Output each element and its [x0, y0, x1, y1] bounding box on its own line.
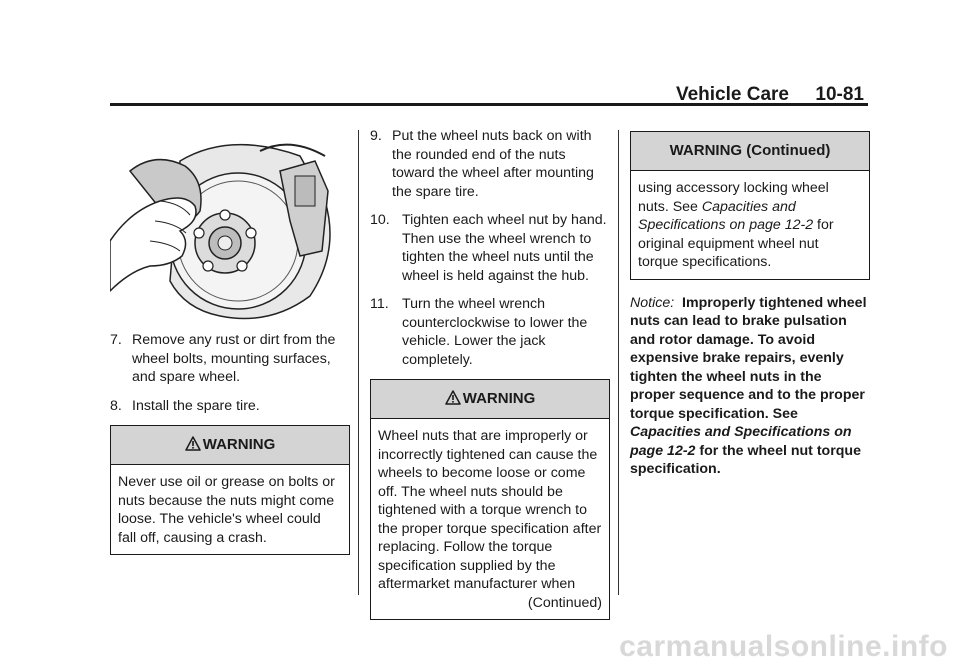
continued-label: (Continued) [527, 594, 602, 611]
warning-box-1: WARNING Never use oil or grease on bolts… [110, 425, 350, 555]
warning-box-2: WARNING Wheel nuts that are improperly o… [370, 379, 610, 620]
step-11: 11. Turn the wheel wrench counterclockwi… [370, 295, 610, 369]
step-text: Turn the wheel wrench counterclockwise t… [402, 296, 588, 368]
step-7: 7. Remove any rust or dirt from the whee… [110, 331, 350, 387]
step-number: 9. [370, 128, 382, 144]
warning-title: WARNING [462, 390, 536, 407]
notice-paragraph: Notice: Improperly tightened wheel nuts … [630, 294, 870, 479]
column-3: WARNING (Continued) using accessory lock… [630, 131, 870, 479]
column-1: 7. Remove any rust or dirt from the whee… [110, 131, 350, 565]
notice-text: Improperly tightened wheel nuts can lead… [630, 294, 867, 422]
warning-body: Never use oil or grease on bolts or nuts… [118, 474, 335, 546]
watermark: carmanualsonline.info [619, 630, 948, 663]
warning-triangle-icon [445, 382, 461, 420]
warning-continued-box: WARNING (Continued) using accessory lock… [630, 131, 870, 280]
cross-reference-link[interactable]: Capacities and Specifications on page 12… [630, 424, 852, 459]
step-8: 8. Install the spare tire. [110, 397, 350, 416]
step-number: 10. [370, 212, 390, 228]
header-rule [110, 103, 868, 106]
warning-text: Wheel nuts that are improperly or incorr… [378, 428, 602, 592]
page-number: 10-81 [815, 84, 864, 105]
warning-header: WARNING (Continued) [631, 132, 869, 171]
section-title: Vehicle Care [675, 84, 789, 105]
cross-reference-link[interactable]: Capacities and Specifications on page 12… [638, 198, 814, 234]
warning-body: using accessory locking wheel nuts. See … [631, 171, 869, 279]
warning-triangle-icon [185, 428, 201, 466]
warning-body: Wheel nuts that are improperly or incorr… [371, 419, 609, 619]
step-text: Install the spare tire. [132, 397, 260, 414]
warning-title: WARNING [202, 436, 276, 453]
brake-rotor-illustration [110, 131, 350, 321]
warning-header: WARNING [371, 380, 609, 419]
step-number: 7. [110, 332, 122, 348]
step-text: Tighten each wheel nut by hand. Then use… [402, 212, 607, 284]
step-text: Put the wheel nuts back on with the roun… [392, 128, 594, 200]
warning-text: using accessory locking wheel nuts. See [638, 180, 829, 215]
column-divider-2 [618, 130, 619, 595]
step-9: 9. Put the wheel nuts back on with the r… [370, 127, 610, 201]
step-10: 10. Tighten each wheel nut by hand. Then… [370, 211, 610, 285]
warning-header: WARNING [111, 426, 349, 465]
warning-text-end: for original equipment wheel nut torque … [638, 217, 834, 270]
notice-label: Notice: [630, 294, 675, 311]
step-number: 8. [110, 397, 122, 414]
step-number: 11. [370, 296, 389, 312]
step-text: Remove any rust or dirt from the wheel b… [132, 332, 336, 385]
column-2: 9. Put the wheel nuts back on with the r… [370, 127, 610, 630]
notice-text-end: for the wheel nut torque specification. [630, 442, 861, 478]
column-divider-1 [358, 130, 359, 595]
